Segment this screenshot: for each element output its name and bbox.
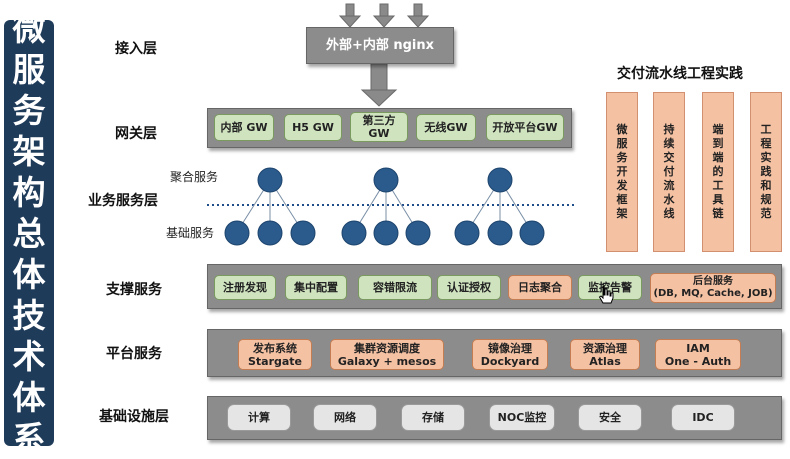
pipeline-title: 交付流水线工程实践	[617, 66, 743, 82]
vertical-title: 微服务架构总体技术体系	[4, 9, 54, 458]
vertical-title-char: 体	[12, 254, 46, 294]
down-arrow-icon	[360, 63, 398, 107]
layer-label-support: 支撑服务	[106, 282, 162, 298]
infra-network: 网络	[313, 404, 377, 431]
vertical-title-char: 术	[12, 336, 46, 376]
support-fault-tolerance: 容错限流	[358, 275, 432, 300]
aggregate-node	[487, 167, 513, 193]
infra-security: 安全	[578, 404, 642, 431]
infra-compute: 计算	[227, 404, 291, 431]
support-backend: 后台服务 (DB, MQ, Cache, JOB)	[650, 273, 776, 303]
vertical-title-char: 微	[12, 8, 46, 48]
base-node	[341, 220, 367, 246]
platform-scheduling: 集群资源调度 Galaxy + mesos	[330, 339, 444, 370]
pipeline-column: 微服务开发框架	[606, 92, 638, 252]
support-log: 日志聚合	[508, 275, 572, 300]
infra-idc: IDC	[671, 404, 735, 431]
diagram-connectors	[207, 3, 575, 246]
base-node	[290, 220, 316, 246]
vertical-title-char: 架	[12, 131, 46, 171]
gateway-h5: H5 GW	[284, 114, 342, 141]
base-node	[454, 220, 480, 246]
base-node	[257, 220, 283, 246]
aggregate-service-label: 聚合服务	[170, 170, 219, 184]
infra-storage: 存储	[401, 404, 465, 431]
platform-resource: 资源治理 Atlas	[570, 339, 640, 370]
layer-label-platform: 平台服务	[106, 346, 162, 362]
base-node	[487, 220, 513, 246]
platform-iam: IAM One - Auth	[655, 339, 741, 370]
aggregate-node	[373, 167, 399, 193]
gateway-open-platform: 开放平台GW	[486, 114, 564, 141]
gateway-third-party: 第三方 GW	[350, 112, 408, 142]
base-node	[405, 220, 431, 246]
vertical-title-char: 务	[12, 90, 46, 130]
incoming-arrow-icon	[406, 3, 430, 28]
gateway-wireless: 无线GW	[416, 114, 476, 141]
pipeline-column: 持续交付流水线	[653, 92, 685, 252]
base-node	[373, 220, 399, 246]
mouse-cursor-icon	[598, 285, 614, 304]
incoming-arrow-icon	[372, 3, 396, 28]
support-registry: 注册发现	[214, 275, 276, 300]
vertical-title-char: 体	[12, 377, 46, 417]
support-auth: 认证授权	[437, 275, 501, 300]
aggregate-node	[257, 167, 283, 193]
vertical-title-char: 构	[12, 172, 46, 212]
platform-image: 镜像治理 Dockyard	[472, 339, 548, 370]
layer-label-gateway: 网关层	[115, 126, 157, 142]
vertical-title-char: 技	[12, 295, 46, 335]
vertical-title-char: 总	[12, 213, 46, 253]
layer-label-access: 接入层	[115, 41, 157, 57]
infra-noc: NOC监控	[489, 404, 555, 431]
nginx-box: 外部+内部 nginx	[306, 27, 454, 64]
pipeline-column: 端到端的工具链	[702, 92, 734, 252]
layer-label-business: 业务服务层	[88, 193, 158, 209]
vertical-title-char: 服	[12, 49, 46, 89]
platform-release: 发布系统 Stargate	[238, 339, 312, 370]
base-node	[519, 220, 545, 246]
pipeline-column: 工程实践和规范	[750, 92, 782, 252]
gateway-internal: 内部 GW	[214, 114, 274, 141]
support-config: 集中配置	[285, 275, 347, 300]
incoming-arrow-icon	[338, 3, 362, 28]
base-node	[224, 220, 250, 246]
base-service-label: 基础服务	[166, 226, 215, 240]
layer-label-infra: 基础设施层	[99, 409, 169, 425]
